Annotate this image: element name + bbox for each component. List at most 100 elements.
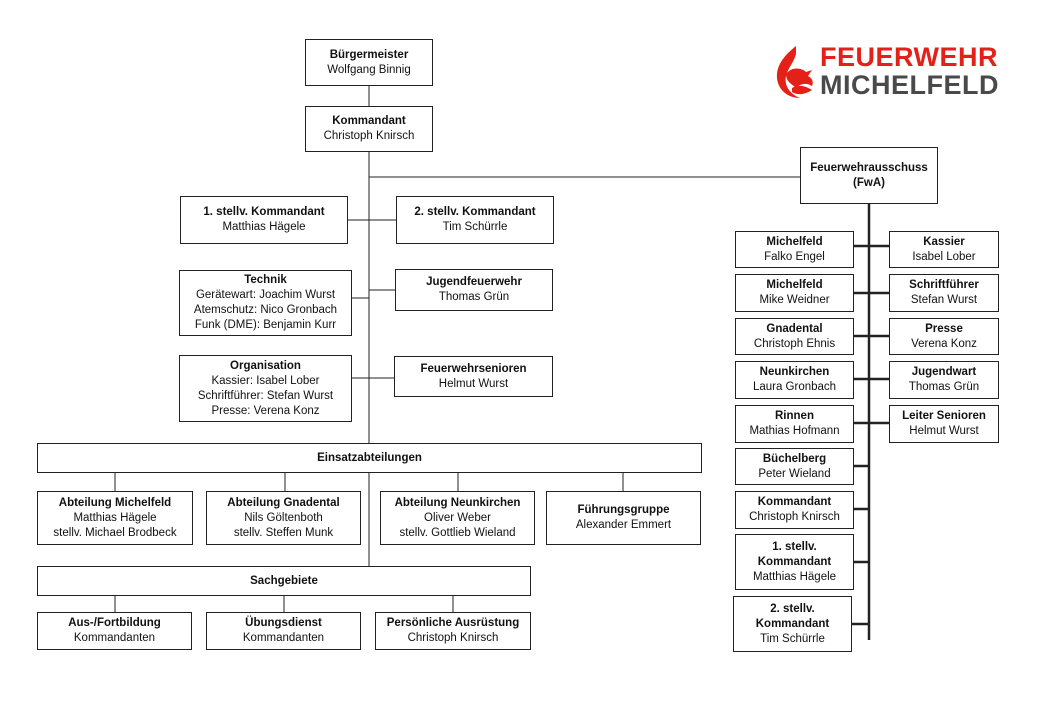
box-name: Tim Schürrle [760,632,825,645]
fwa-member-box: Neunkirchen Laura Gronbach [735,361,854,399]
box-name: Tim Schürrle [442,221,508,233]
box-title: Michelfeld [766,235,823,248]
box-title: Kommandant [757,496,832,508]
box-name: Mike Weidner [759,294,830,306]
box-title: Abteilung Michelfeld [58,496,172,509]
box-name: Isabel Lober [912,250,976,263]
fwa-member-box: Presse Verena Konz [889,318,999,355]
box-title: Organisation [230,359,301,372]
box-name: Mathias Hofmann [749,425,840,437]
box-persoenliche-ausruestung: Persönliche Ausrüstung Christoph Knirsch [375,612,531,650]
box-technik: Technik Gerätewart: Joachim Wurst Atemsc… [179,270,352,336]
box-name: Laura Gronbach [752,381,837,393]
box-name: Nils Göltenboth [244,511,323,524]
box-title: Feuerwehrsenioren [420,362,527,375]
box-abteilung-gnadental: Abteilung Gnadental Nils Göltenboth stel… [206,491,361,545]
box-line: Atemschutz: Nico Gronbach [193,304,338,316]
box-name: Alexander Emmert [575,519,672,531]
box-title: Feuerwehrausschuss [810,161,928,174]
box-title: Bürgermeister [329,48,409,61]
logo-text-line2: MICHELFELD [820,70,999,100]
box-title: Persönliche Ausrüstung [386,617,520,629]
box-title: Büchelberg [762,452,827,465]
box-title: Rinnen [775,410,814,422]
flame-lion-icon [776,46,813,98]
box-line: Funk (DME): Benjamin Kurr [194,319,337,331]
fwa-member-box: Büchelberg Peter Wieland [735,448,854,485]
box-name: Verena Konz [911,337,977,350]
box-sub: stellv. Gottlieb Wieland [399,526,516,539]
box-title: Leiter Senioren [902,410,986,422]
box-name: Kommandanten [73,632,156,644]
box-fuehrungsgruppe: Führungsgruppe Alexander Emmert [546,491,701,545]
fwa-member-box: Schriftführer Stefan Wurst [889,274,999,312]
fwa-member-box: Kommandant Christoph Knirsch [735,491,854,529]
box-name: Helmut Wurst [438,377,509,390]
box-title: Neunkirchen [759,366,830,378]
box-sachgebiete: Sachgebiete [37,566,531,596]
box-name: Matthias Hägele [752,570,837,583]
box-title: Technik [244,274,287,286]
box-title: Presse [925,322,963,335]
box-stellv1: 1. stellv. Kommandant Matthias Hägele [180,196,348,244]
box-name: Matthias Hägele [73,511,157,524]
box-title: 2. stellv. Kommandant [414,206,536,218]
box-line: Gerätewart: Joachim Wurst [195,289,336,301]
fwa-member-box: 1. stellv. Kommandant Matthias Hägele [735,534,854,590]
box-title: Aus-/Fortbildung [68,617,161,629]
fwa-member-box: Rinnen Mathias Hofmann [735,405,854,443]
box-name: Matthias Hägele [222,221,306,233]
box-name: Christoph Knirsch [749,511,840,523]
box-title: Kassier [923,235,965,248]
box-abteilung-neunkirchen: Abteilung Neunkirchen Oliver Weber stell… [380,491,535,545]
box-stellv2: 2. stellv. Kommandant Tim Schürrle [396,196,554,244]
box-feuerwehrausschuss: Feuerwehrausschuss (FwA) [800,147,938,204]
box-name: Christoph Ehnis [753,337,836,350]
box-name: Wolfgang Binnig [327,63,411,76]
fwa-member-box: Kassier Isabel Lober [889,231,999,268]
box-name: Peter Wieland [758,467,831,480]
box-title: Michelfeld [766,279,823,291]
fire-department-logo: FEUERWEHR MICHELFELD [770,40,1010,102]
box-title: 1. stellv. Kommandant [203,206,325,218]
box-sub: stellv. Michael Brodbeck [53,526,177,539]
fwa-member-box: Leiter Senioren Helmut Wurst [889,405,999,443]
box-name: Thomas Grün [438,291,510,303]
box-name: Falko Engel [764,250,825,263]
box-aus-fortbildung: Aus-/Fortbildung Kommandanten [37,612,192,650]
box-sub: stellv. Steffen Munk [233,526,334,539]
box-title: Abteilung Gnadental [227,496,340,509]
box-line: Presse: Verena Konz [211,404,320,417]
box-einsatzabteilungen: Einsatzabteilungen [37,443,702,473]
box-buergermeister: Bürgermeister Wolfgang Binnig [305,39,433,86]
logo-text-line1: FEUERWEHR [820,42,999,72]
box-name: Christoph Knirsch [323,130,415,142]
box-line: Kassier: Isabel Lober [211,374,320,387]
box-uebungsdienst: Übungsdienst Kommandanten [206,612,361,650]
box-title: Kommandant [332,115,406,127]
box-feuerwehrsenioren: Feuerwehrsenioren Helmut Wurst [394,356,553,397]
box-title: Sachgebiete [250,574,318,587]
box-name: Kommandanten [242,632,325,644]
fwa-member-box: Michelfeld Mike Weidner [735,274,854,312]
box-name: Helmut Wurst [909,425,979,437]
box-jugendfeuerwehr: Jugendfeuerwehr Thomas Grün [395,269,553,311]
box-title: Jugendfeuerwehr [426,276,522,288]
box-name: Oliver Weber [424,511,491,524]
box-title: Übungsdienst [245,617,322,629]
box-title: Einsatzabteilungen [317,451,422,464]
box-organisation: Organisation Kassier: Isabel Lober Schri… [179,355,352,422]
box-name: Stefan Wurst [910,294,978,306]
fwa-member-box: Michelfeld Falko Engel [735,231,854,268]
fwa-member-box: Gnadental Christoph Ehnis [735,318,854,355]
box-title: Führungsgruppe [577,504,670,516]
box-title: Abteilung Neunkirchen [394,496,521,509]
box-name: Thomas Grün [908,381,980,393]
box-title: Gnadental [766,322,823,335]
box-line: Schriftführer: Stefan Wurst [197,389,334,402]
box-kommandant: Kommandant Christoph Knirsch [305,106,433,152]
box-title: 1. stellv. Kommandant [757,540,832,568]
box-sub: (FwA) [853,176,885,189]
box-name: Christoph Knirsch [407,632,499,644]
